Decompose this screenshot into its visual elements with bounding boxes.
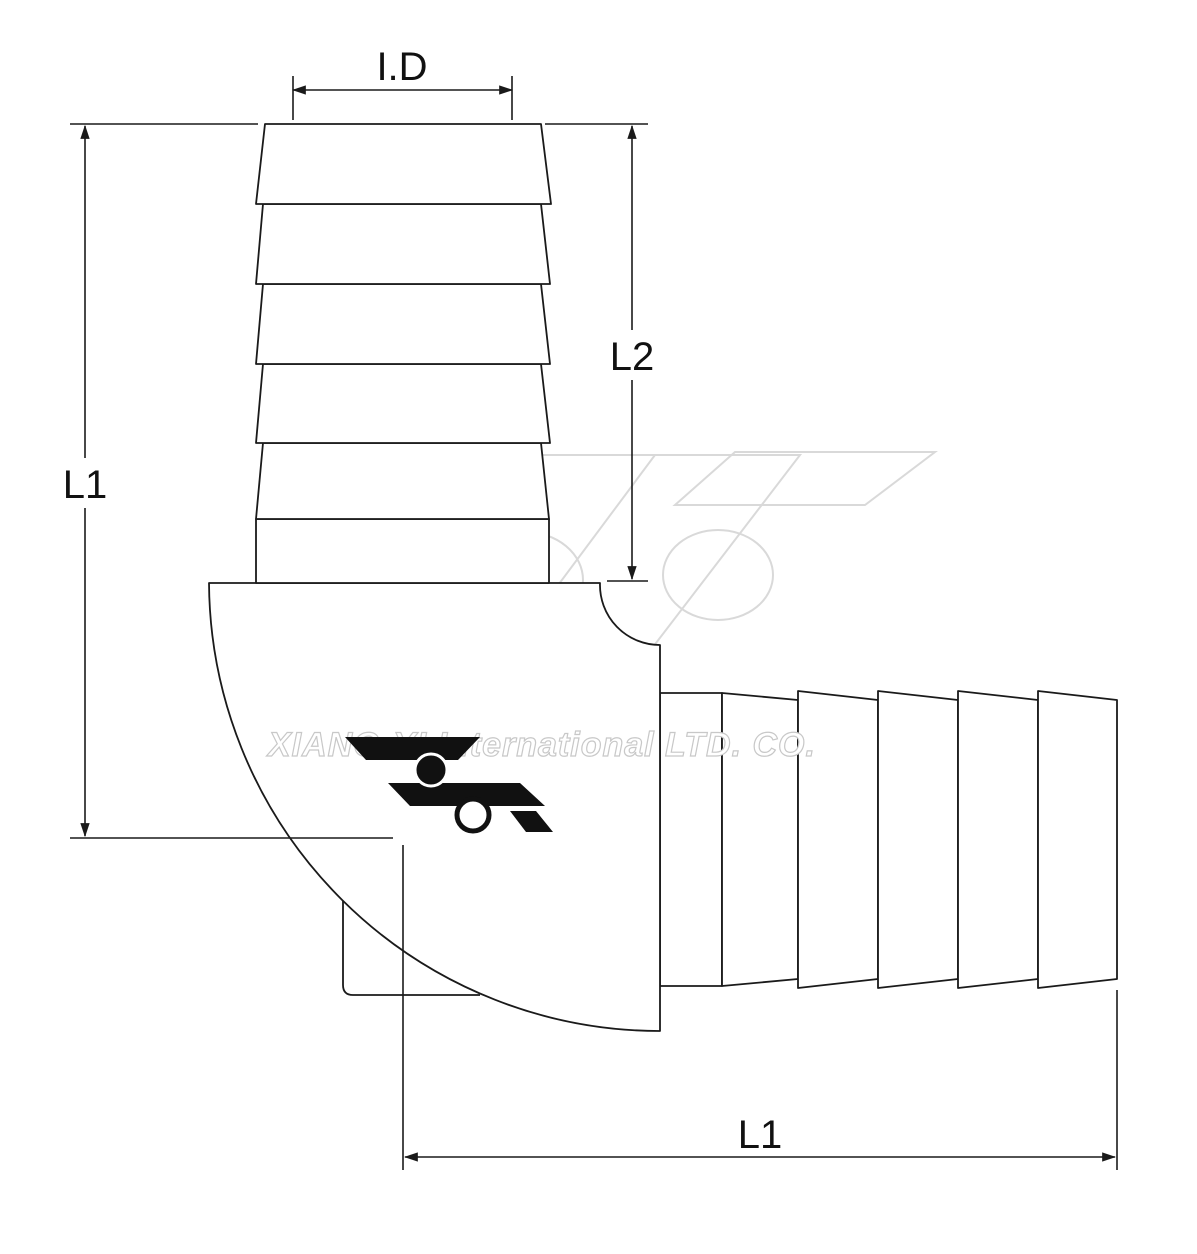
l1v-label-gap <box>55 458 113 508</box>
vertical-barbed-stem <box>255 123 552 584</box>
horizontal-barb-3 <box>877 690 959 989</box>
horizontal-barb-5 <box>1037 690 1118 989</box>
horizontal-barbed-stem <box>659 690 1118 989</box>
vertical-barb-2 <box>255 203 551 285</box>
dimension-id: I.D <box>291 45 514 120</box>
watermark-company-text: XIANG-YI International LTD. CO. <box>266 726 816 764</box>
dimension-l1-vertical: L1 <box>55 123 393 839</box>
l2-label: L2 <box>610 335 655 379</box>
l1v-label: L1 <box>63 463 108 507</box>
horizontal-barb-4 <box>957 690 1039 989</box>
logo-circle-filled <box>413 752 449 788</box>
vertical-barb-3 <box>255 283 551 365</box>
vertical-barb-1 <box>255 123 552 205</box>
vertical-barb-5 <box>255 442 550 520</box>
l2-label-gap <box>600 330 664 380</box>
logo-stripe-small <box>510 811 553 832</box>
logo-stripe-middle <box>388 783 545 806</box>
elbow-outer-body <box>208 582 661 1032</box>
vertical-stem-shank <box>255 518 550 584</box>
brand-logo <box>345 737 553 834</box>
watermark-stripe-3 <box>672 451 938 506</box>
l1h-label: L1 <box>738 1113 783 1157</box>
horizontal-stem-shank <box>659 692 723 987</box>
dimension-l2: L2 <box>545 123 664 582</box>
watermark-circle-right <box>662 529 774 621</box>
id-label: I.D <box>376 45 427 89</box>
dimension-l1-horizontal: L1 <box>402 845 1118 1170</box>
elbow-body <box>208 582 661 1032</box>
logo-circle-outline <box>454 796 492 834</box>
vertical-barb-4 <box>255 363 551 444</box>
logo-stripe-top <box>345 737 480 760</box>
